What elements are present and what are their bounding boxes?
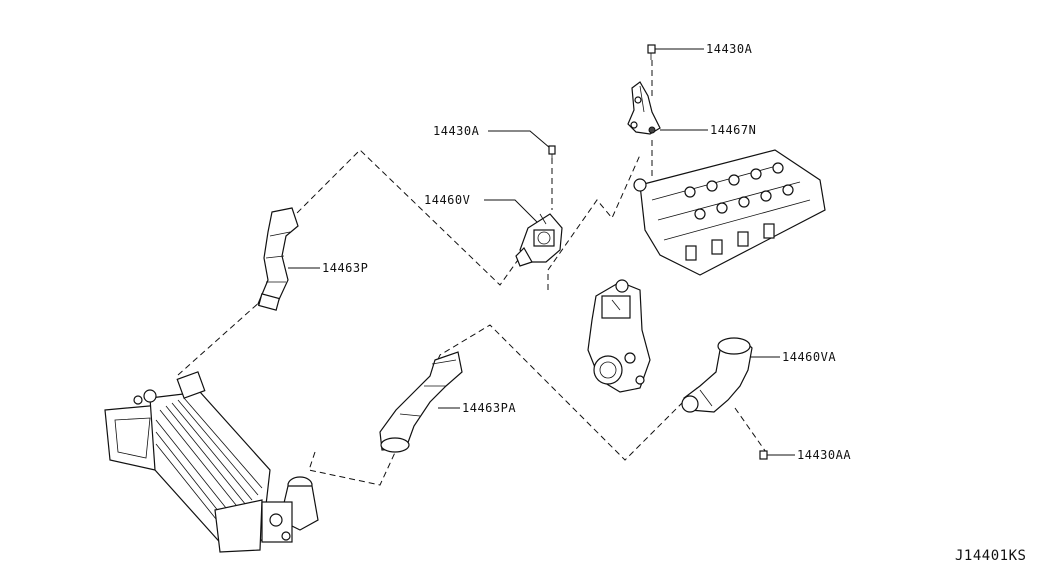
diagram-id: J14401KS: [955, 548, 1026, 564]
intercooler: [104, 371, 319, 553]
outlet-fitting: [261, 476, 319, 543]
valve-14460v: [515, 213, 563, 267]
label-14430aa: 14430AA: [797, 448, 851, 462]
leader-lines: [288, 48, 795, 456]
bolt-14430a-left: [548, 145, 556, 158]
label-14430a-left: 14430A: [433, 124, 480, 138]
label-14467n: 14467N: [710, 123, 756, 137]
label-14430a-top: 14430A: [706, 42, 753, 56]
bracket-14467n: [627, 81, 661, 135]
label-14463pa: 14463PA: [462, 401, 516, 415]
label-14460va: 14460VA: [782, 350, 836, 364]
label-14460v: 14460V: [424, 193, 470, 207]
bolt-14430a-top: [647, 44, 656, 60]
cam-lobes: [684, 162, 794, 220]
label-14463p: 14463P: [322, 261, 368, 275]
hose-14463pa: [379, 351, 463, 453]
hose-14460va: [681, 337, 753, 413]
bolt-14430aa: [759, 450, 768, 460]
valve-assembly: [587, 279, 651, 393]
hose-14463p: [257, 207, 299, 311]
part-labels: 14430A 14467N 14430A 14460V 14463P 14460…: [322, 42, 851, 462]
cylinder-head: [633, 149, 826, 276]
